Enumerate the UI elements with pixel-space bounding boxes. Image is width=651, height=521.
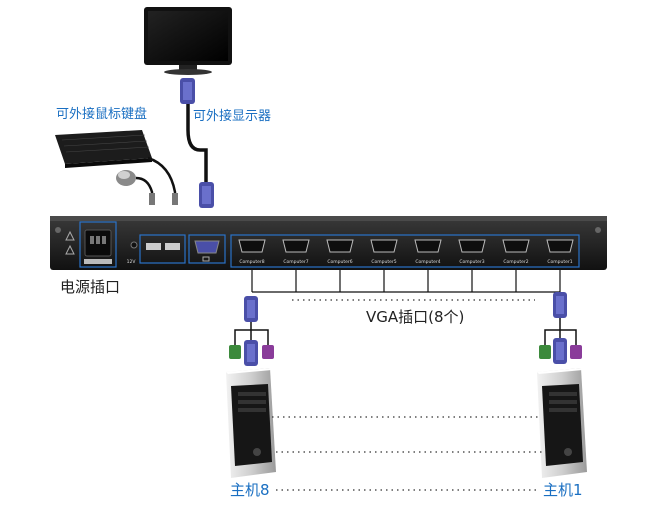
port-label-4: Computer4 [415,259,440,265]
computer-vga-ports [238,239,574,253]
host8-label: 主机8 [230,481,270,499]
kvm-panel: Computer8 Computer7 Computer6 Computer5 … [50,216,607,270]
power-port-label: 电源插口 [60,278,121,296]
monitor-icon [144,7,232,75]
monitor-vga-cable [180,78,214,208]
monitor-label: 可外接显示器 [193,109,272,124]
host1-tower-icon [537,368,587,478]
monitor-vga-port [188,234,226,264]
port-label-5: Computer5 [371,259,396,265]
port-label-7: Computer7 [283,259,308,265]
port-label-1: Computer1 [547,259,572,265]
port-label-8: Computer8 [239,259,264,265]
power-socket-icon [65,221,117,268]
usb-ports [139,234,186,264]
vga-port-7 [282,239,310,253]
vga-ports-label: VGA插口(8个) [366,308,465,326]
vga-port-3 [458,239,486,253]
usb-cables [135,156,178,205]
vga-port-2 [502,239,530,253]
voltage-label: 12V [127,259,137,265]
port-label-6: Computer6 [327,259,352,265]
vga-port-6 [326,239,354,253]
host1-cable [539,292,582,364]
port-label-3: Computer3 [459,259,484,265]
vga-port-5 [370,239,398,253]
mouse-icon [116,170,136,186]
host8-cable [229,296,274,366]
mouse-keyboard-label: 可外接鼠标键盘 [56,107,148,122]
vga-port-8 [238,239,266,253]
host8-tower-icon [226,368,276,478]
vga-port-1 [546,239,574,253]
vga-bracket [251,270,561,293]
port-label-2: Computer2 [503,259,528,265]
keyboard-icon [55,130,152,168]
vga-port-4 [414,239,442,253]
host1-label: 主机1 [543,481,583,499]
